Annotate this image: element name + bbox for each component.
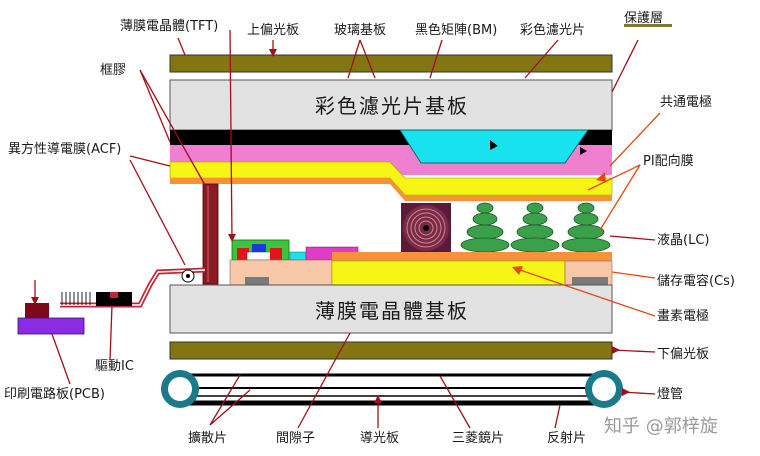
label-pi-alignment: PI配向膜 [643,153,694,169]
label-color-filter: 彩色濾光片 [520,22,585,38]
label-diffuser: 擴散片 [188,430,227,446]
tft-transistor [231,239,290,261]
lamp-right [585,370,623,408]
backlight-module [180,373,605,406]
label-driver-ic: 驅動IC [95,359,134,374]
tft-substrate-label: 薄膜電晶體基板 [315,299,469,323]
label-liquid-crystal: 液晶(LC) [657,233,709,248]
cf-arrow-marker [490,140,498,150]
label-prism-sheet: 三菱鏡片 [452,431,504,446]
label-glass-substrate: 玻璃基板 [334,23,386,38]
fpc-flex-inner [60,269,206,306]
protective-layer-swatch [624,24,672,27]
frame-glue-seal [202,183,219,285]
cf-substrate-glass [169,79,613,131]
watermark: 知乎 @郭梓旋 [604,416,718,437]
label-black-matrix: 黑色矩陣(BM) [415,22,497,38]
cf-arrow-marker-2 [580,147,587,155]
label-upper-polarizer: 上偏光板 [247,23,299,38]
label-lower-polarizer: 下偏光板 [657,347,709,362]
label-tft: 薄膜電晶體(TFT) [120,19,218,34]
pcb-board [17,317,85,335]
liquid-crystal-molecules [460,202,611,253]
storage-cap-gray-1 [245,277,269,285]
label-pixel-electrode: 畫素電極 [657,308,709,324]
pixel-electrode-yellow [331,260,566,286]
label-lamp: 燈管 [657,387,683,402]
leader-lines [31,29,661,429]
label-common-electrode: 共通電極 [660,94,712,110]
label-protective-layer: 保護層 [624,10,663,26]
spacer-ball [401,203,451,252]
cf-substrate-label: 彩色濾光片基板 [315,94,469,118]
pcb-component [25,303,49,318]
driver-ic-chip [96,292,132,306]
label-light-guide: 導光板 [360,431,399,446]
storage-cap-gray-2 [572,277,608,285]
tft-substrate-glass [169,284,613,334]
label-pcb: 印刷電路板(PCB) [4,386,105,402]
label-spacer: 間隙子 [276,431,315,446]
upper-pi-film [170,178,612,201]
lower-polarizer-layer [169,341,613,360]
acf-bond-core [186,274,190,278]
driver-ic-pad [110,292,118,298]
label-storage-capacitor: 儲存電容(Cs) [657,273,735,289]
tft-cyan-pad [289,251,307,261]
label-acf: 異方性導電膜(ACF) [8,141,121,157]
lamp-left [161,370,199,408]
pcb-connector-pins [61,292,91,305]
upper-polarizer-layer [169,54,613,73]
label-reflector: 反射片 [547,430,586,446]
label-frame-glue: 框膠 [100,63,126,78]
lower-pi-film [332,252,612,261]
